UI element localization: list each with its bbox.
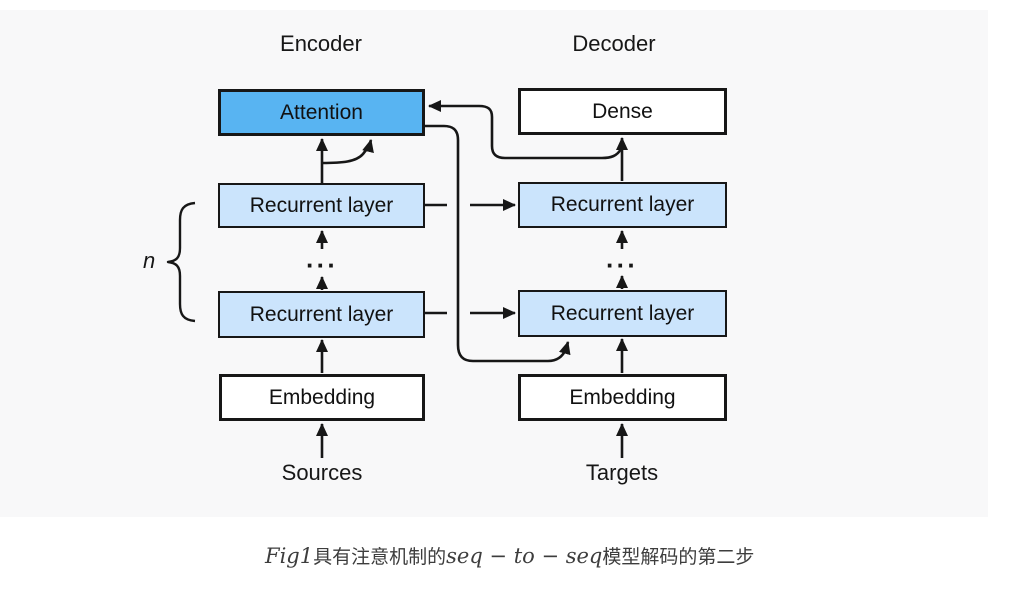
encoder-recurrent-top-box: Recurrent layer — [218, 183, 425, 228]
dense-label: Dense — [592, 99, 653, 123]
layer-count-label: n — [143, 248, 156, 273]
caption-zh-suffix: 模型解码的第二步 — [602, 547, 755, 568]
decoder-recurrent-top-box: Recurrent layer — [518, 182, 727, 228]
encoder-title: Encoder — [280, 31, 362, 56]
encoder-embedding-box: Embedding — [219, 374, 425, 421]
decoder-title: Decoder — [572, 31, 656, 56]
sources-label: Sources — [281, 460, 363, 485]
dense-box: Dense — [518, 88, 727, 135]
attention-box: Attention — [218, 89, 425, 136]
decoder-recurrent-bottom-label: Recurrent layer — [550, 301, 695, 325]
decoder-embedding-box: Embedding — [518, 374, 727, 421]
decoder-layers-ellipsis: ··· — [606, 250, 638, 280]
encoder-embedding-label: Embedding — [268, 385, 376, 409]
encoder-recurrent-top-label: Recurrent layer — [249, 193, 394, 217]
caption-fig-number: Fig1 — [265, 544, 314, 568]
targets-label: Targets — [585, 460, 659, 485]
decoder-recurrent-bottom-box: Recurrent layer — [518, 290, 727, 337]
caption-zh-prefix: 具有注意机制的 — [313, 547, 447, 568]
figure-caption: Fig1具有注意机制的seq − to − seq模型解码的第二步 — [265, 542, 754, 569]
decoder-recurrent-top-label: Recurrent layer — [550, 193, 695, 216]
caption-math-term: seq − to − seq — [446, 544, 603, 568]
encoder-recurrent-bottom-box: Recurrent layer — [218, 291, 425, 338]
attention-label: Attention — [280, 100, 363, 124]
encoder-layers-ellipsis: ··· — [306, 250, 338, 280]
decoder-embedding-label: Embedding — [569, 385, 676, 409]
encoder-recurrent-bottom-label: Recurrent layer — [249, 302, 394, 326]
